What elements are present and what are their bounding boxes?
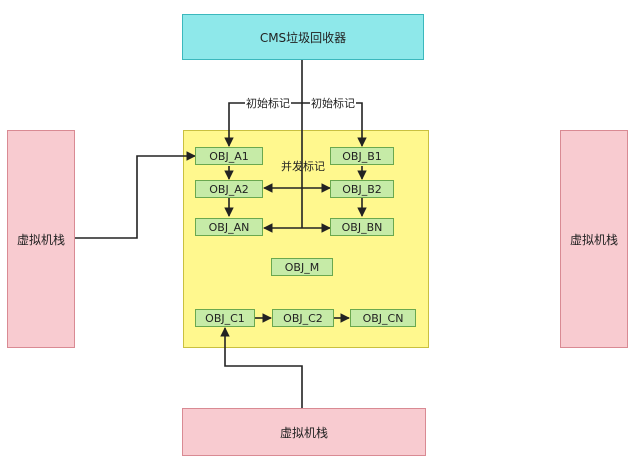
obj-c1: OBJ_C1 <box>195 309 255 327</box>
obj-bn: OBJ_BN <box>330 218 394 236</box>
obj-m: OBJ_M <box>271 258 333 276</box>
obj-an: OBJ_AN <box>195 218 263 236</box>
vm-stack-right-label: 虚拟机栈 <box>569 232 618 247</box>
vm-stack-left: 虚拟机栈 <box>7 130 75 348</box>
obj-c2: OBJ_C2 <box>272 309 334 327</box>
stack-left-to-a1-arrow <box>75 151 196 239</box>
vm-stack-right: 虚拟机栈 <box>560 130 628 348</box>
obj-a2: OBJ_A2 <box>195 180 263 198</box>
cms-collector-box: CMS垃圾回收器 <box>182 14 424 60</box>
vm-stack-left-label: 虚拟机栈 <box>16 232 65 247</box>
obj-b1: OBJ_B1 <box>330 147 394 165</box>
initial-mark-label-left: 初始标记 <box>245 95 291 111</box>
vm-stack-bottom: 虚拟机栈 <box>182 408 426 456</box>
obj-a1: OBJ_A1 <box>195 147 263 165</box>
vm-stack-bottom-label: 虚拟机栈 <box>279 425 328 440</box>
obj-cn: OBJ_CN <box>350 309 416 327</box>
initial-mark-label-right: 初始标记 <box>310 95 356 111</box>
cms-collector-label: CMS垃圾回收器 <box>259 30 347 45</box>
concurrent-mark-label: 并发标记 <box>281 160 325 173</box>
obj-b2: OBJ_B2 <box>330 180 394 198</box>
stack-bottom-to-c1-arrow <box>220 327 303 408</box>
